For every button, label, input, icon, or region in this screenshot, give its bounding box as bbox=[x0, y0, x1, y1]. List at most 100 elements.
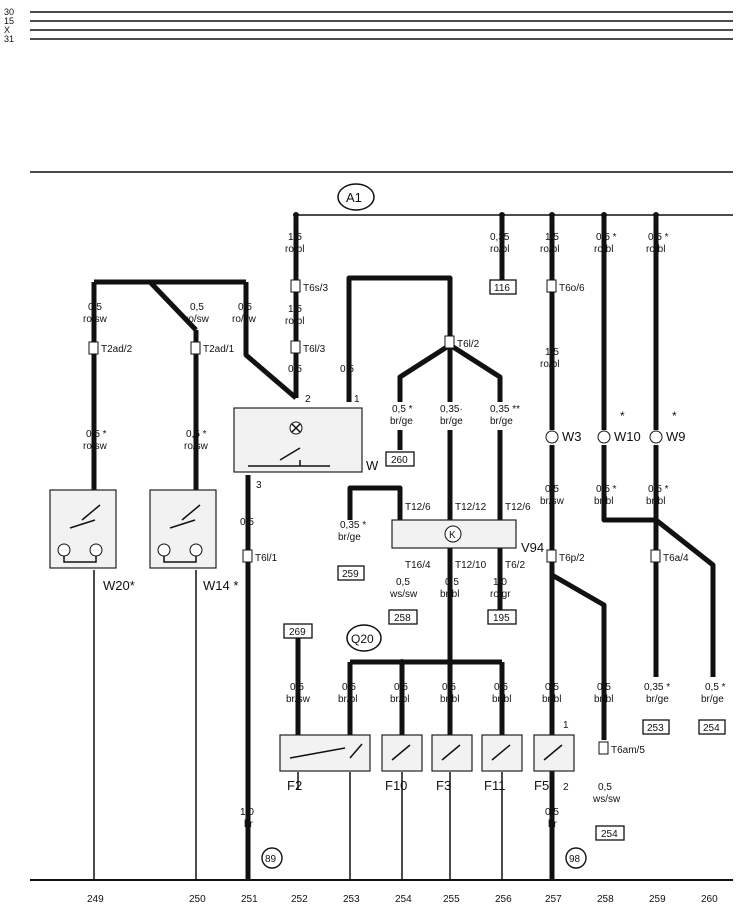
wire-t6l2-branch bbox=[397, 342, 503, 402]
wire-color: ro/bl bbox=[540, 244, 559, 255]
wire-color: br bbox=[244, 819, 254, 830]
component-label-w14: W14 * bbox=[203, 578, 238, 593]
column-number: 251 bbox=[241, 894, 258, 905]
wire-color: br/bl bbox=[492, 694, 511, 705]
q20-marker: Q20 bbox=[346, 624, 453, 665]
ref-260: 260 bbox=[385, 451, 415, 467]
wire-gauge: 0,35 * bbox=[340, 520, 366, 531]
wire-color: br/bl bbox=[594, 496, 613, 507]
wire-gauge: 0,5 bbox=[240, 517, 254, 528]
ref-label: 254 bbox=[601, 829, 618, 840]
component-label-v94: V94 bbox=[521, 540, 544, 555]
column-number: 256 bbox=[495, 894, 512, 905]
column-number: 254 bbox=[395, 894, 412, 905]
wire-gauge: 0,5 bbox=[445, 577, 459, 588]
ref-label: 259 bbox=[342, 569, 359, 580]
k-circle bbox=[444, 525, 462, 543]
wire-gauge: 0,5 bbox=[190, 302, 204, 313]
wire-gauge: 1,0 bbox=[493, 577, 507, 588]
column-number: 257 bbox=[545, 894, 562, 905]
connector-label: T12/6 bbox=[505, 502, 531, 513]
column-number: 252 bbox=[291, 894, 308, 905]
wire-color: br/ge bbox=[701, 694, 724, 705]
wire-color: br/ge bbox=[338, 532, 361, 543]
lamp-icon-w10 bbox=[597, 430, 611, 444]
column-number: 259 bbox=[649, 894, 666, 905]
pin-label: 1 bbox=[354, 394, 360, 405]
lamp-icon bbox=[57, 543, 71, 557]
switch-f5: F5 1 2 bbox=[533, 720, 575, 793]
ref-label: 269 bbox=[289, 627, 306, 638]
wire-color: ro/gr bbox=[490, 589, 511, 600]
lamp-icon bbox=[189, 543, 203, 557]
thin-wires bbox=[93, 570, 503, 880]
wire-w-1 bbox=[346, 275, 453, 402]
wire-gauge: 0,5 bbox=[598, 782, 612, 793]
ref-259: 259 bbox=[337, 565, 365, 581]
wire-gauge: 0,5 * bbox=[186, 429, 207, 440]
wire-gauge: 1,5 bbox=[545, 347, 559, 358]
component-v94: K V94 T12/6 T12/12 T12/6 T16/4 T12/10 T6… bbox=[391, 502, 544, 571]
connector-label: T6a/4 bbox=[663, 553, 689, 564]
wire-gauge: 0,35 * bbox=[644, 682, 670, 693]
connector-label: T6l/3 bbox=[303, 344, 326, 355]
plug-t2ad2: T2ad/2 bbox=[88, 341, 133, 355]
wire-gauge: 0,5 bbox=[288, 364, 302, 375]
lamp-icon bbox=[89, 543, 103, 557]
plug-t6l2: T6l/2 bbox=[444, 335, 480, 350]
connector-label: T6o/6 bbox=[559, 283, 585, 294]
bus-lines: 30 15 X 31 bbox=[4, 7, 733, 173]
wire-gauge: 0,5 bbox=[545, 682, 559, 693]
connector-label: T6s/3 bbox=[303, 283, 328, 294]
connector-label: T6p/2 bbox=[559, 553, 585, 564]
lamp-cross bbox=[291, 423, 301, 433]
wire-gauge: 0,5 bbox=[545, 484, 559, 495]
connector-label: T2ad/1 bbox=[203, 344, 235, 355]
wire-color: ro/bl bbox=[285, 316, 304, 327]
wire-color: br/bl bbox=[594, 694, 613, 705]
plug-t6l3: T6l/3 bbox=[290, 340, 326, 355]
a1-circle bbox=[337, 183, 375, 211]
plug-t6l1: T6l/1 bbox=[242, 549, 278, 564]
wire-gauge: 0,5 bbox=[545, 807, 559, 818]
lamps: W3 W10 W9 * * bbox=[545, 409, 686, 444]
junction-q bbox=[399, 659, 405, 665]
pin-label: 2 bbox=[305, 394, 311, 405]
ref-label: 258 bbox=[394, 613, 411, 624]
wire-color: br/bl bbox=[440, 694, 459, 705]
ref-269: 269 bbox=[283, 623, 313, 639]
wire-gauge: 1,5 bbox=[288, 232, 302, 243]
wire-gauge: 0,35 ** bbox=[490, 404, 520, 415]
wire-t6p2 bbox=[550, 572, 607, 740]
wire-color: ro/sw bbox=[184, 441, 209, 452]
ref-253: 253 bbox=[642, 719, 670, 735]
component-label-w: W bbox=[366, 458, 379, 473]
wire-labels: 1,5 ro/bl 1,5 ro/bl 0,5 0,35 ro/bl 1,5 r… bbox=[83, 232, 726, 830]
switch-f3: F3 bbox=[431, 734, 473, 793]
wire-gauge: 1,0 bbox=[240, 807, 254, 818]
plug-t6a4: T6a/4 bbox=[650, 549, 689, 564]
wire-color: br/bl bbox=[542, 694, 561, 705]
column-number: 260 bbox=[701, 894, 718, 905]
component-w20: W20* bbox=[49, 489, 135, 593]
wire-gauge: 0,5 * bbox=[648, 232, 669, 243]
wire-gauge: 0,5 * bbox=[86, 429, 107, 440]
component-label-w20: W20* bbox=[103, 578, 135, 593]
wire-color: ro/sw bbox=[83, 441, 108, 452]
wire-color: ws/sw bbox=[389, 589, 418, 600]
bus-label-15: 15 bbox=[4, 16, 14, 26]
connector-label: T12/10 bbox=[455, 560, 487, 571]
wire-gauge: 0,5 bbox=[396, 577, 410, 588]
wire-color: ro/bl bbox=[646, 244, 665, 255]
wire-gauge: 0,5 * bbox=[596, 484, 617, 495]
switch-label-f10: F10 bbox=[385, 778, 407, 793]
wire-color: br/bl bbox=[390, 694, 409, 705]
connector-label: T6l/2 bbox=[457, 339, 480, 350]
plug-t6o6: T6o/6 bbox=[546, 279, 585, 294]
wire-gauge: 0,35 bbox=[490, 232, 510, 243]
switch-symbol bbox=[248, 447, 330, 467]
wire-v94-left bbox=[347, 485, 403, 520]
wire-gauge: 0,5 bbox=[597, 682, 611, 693]
pin-label: 3 bbox=[256, 480, 262, 491]
